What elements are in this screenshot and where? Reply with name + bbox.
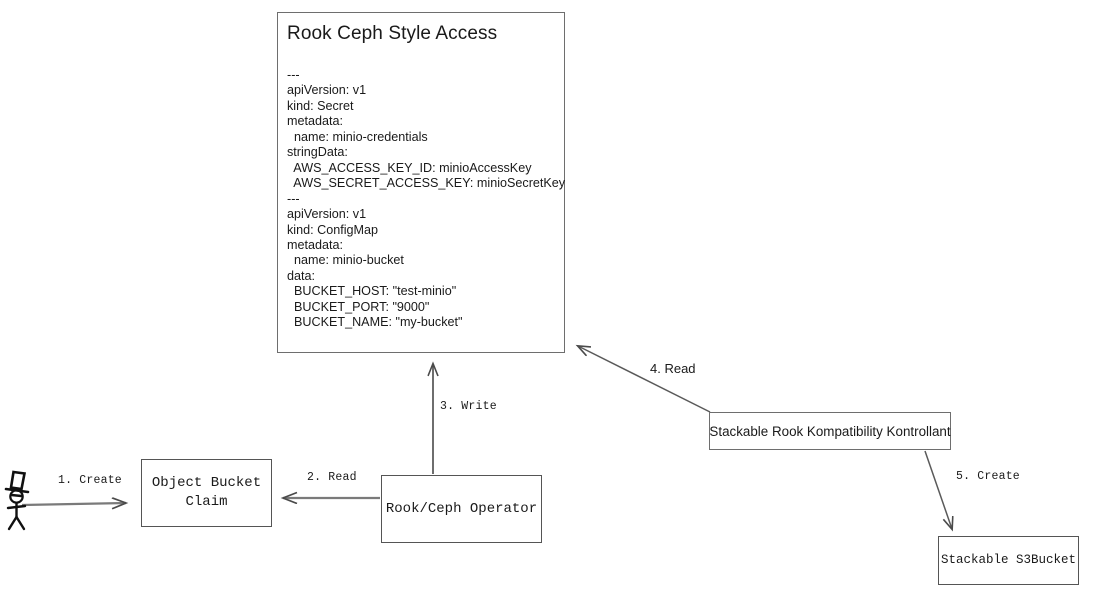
edge-label-1-create: 1. Create [58,474,122,487]
edge-1-create [21,503,126,505]
edge-label-2-read: 2. Read [307,471,357,484]
node-label-kontrollant: Stackable Rook Kompatibility Kontrollant [709,423,951,439]
node-stackable-rook-kompatibility-kontrollant[interactable]: Stackable Rook Kompatibility Kontrollant [709,412,951,450]
edge-label-4-read: 4. Read [650,361,696,376]
edge-label-3-write: 3. Write [440,400,497,413]
rook-ceph-style-access-card: Rook Ceph Style Access --- apiVersion: v… [277,12,565,353]
node-label-s3bucket: Stackable S3Bucket [940,553,1077,567]
edge-5-create [924,450,952,529]
node-object-bucket-claim[interactable]: Object Bucket Claim [141,459,272,527]
node-stackable-s3bucket[interactable]: Stackable S3Bucket [938,536,1079,585]
edge-label-5-create: 5. Create [956,470,1020,483]
edge-4-read [578,346,711,413]
yaml-manifest-text: --- apiVersion: v1 kind: Secret metadata… [287,68,566,330]
card-heading: Rook Ceph Style Access [287,23,498,44]
node-rook-ceph-operator[interactable]: Rook/Ceph Operator [381,475,542,543]
node-label-object-bucket-claim: Object Bucket Claim [151,475,262,510]
node-label-rook-ceph-operator: Rook/Ceph Operator [385,500,538,517]
actor-icon [4,470,30,531]
